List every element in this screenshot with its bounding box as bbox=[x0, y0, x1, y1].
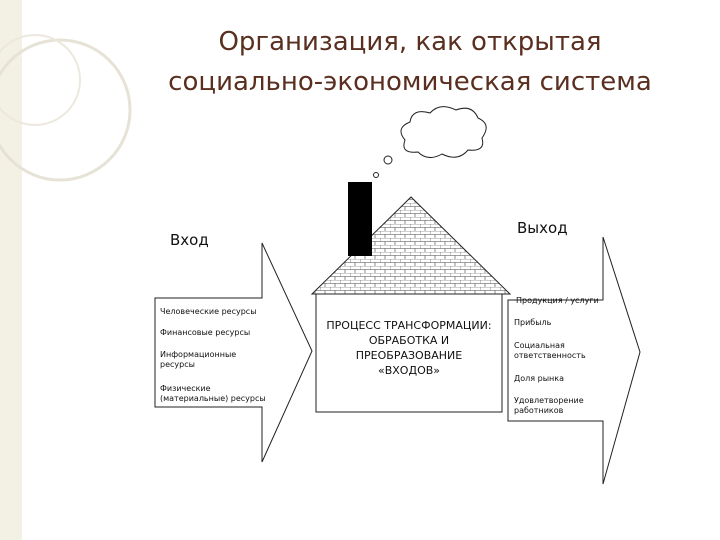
input-label: Вход bbox=[170, 231, 209, 249]
process-line-2: ОБРАБОТКА И bbox=[368, 334, 450, 347]
output-arrow bbox=[507, 236, 641, 485]
input-item-financial: Финансовые ресурсы bbox=[160, 328, 251, 337]
process-text: ПРОЦЕСС ТРАНСФОРМАЦИИ: ОБРАБОТКА И ПРЕОБ… bbox=[318, 318, 500, 378]
input-arrow bbox=[154, 242, 313, 463]
input-item-human: Человеческие ресурсы bbox=[160, 307, 257, 316]
output-item-profit: Прибыль bbox=[514, 318, 552, 327]
title-line-1: Организация, как открытая bbox=[218, 27, 602, 57]
input-item-physical: Физические (материальные) ресурсы bbox=[160, 384, 266, 403]
decor-circles bbox=[0, 34, 132, 182]
title-line-2: социально-экономическая система bbox=[168, 67, 652, 97]
house-roof bbox=[310, 196, 512, 295]
smoke-puff-small bbox=[373, 172, 379, 178]
process-line-3: ПРЕОБРАЗОВАНИЕ bbox=[355, 349, 463, 362]
output-item-market: Доля рынка bbox=[514, 374, 564, 383]
process-line-4: «ВХОДОВ» bbox=[378, 364, 440, 377]
house-body bbox=[315, 293, 503, 413]
smoke-cloud bbox=[400, 106, 487, 158]
output-item-social: Социальная ответственность bbox=[514, 341, 586, 360]
output-label: Выход bbox=[517, 219, 568, 237]
slide-title: Организация, как открытая социально-экон… bbox=[110, 22, 710, 102]
smoke-puff-medium bbox=[383, 155, 393, 165]
chimney bbox=[348, 182, 372, 256]
process-line-1: ПРОЦЕСС ТРАНСФОРМАЦИИ: bbox=[326, 319, 492, 332]
output-item-products: Продукция / услуги bbox=[516, 296, 599, 305]
left-decor-strip bbox=[0, 0, 22, 540]
output-item-employees: Удовлетворение работников bbox=[514, 396, 584, 415]
input-item-information: Информационные ресурсы bbox=[160, 350, 237, 369]
